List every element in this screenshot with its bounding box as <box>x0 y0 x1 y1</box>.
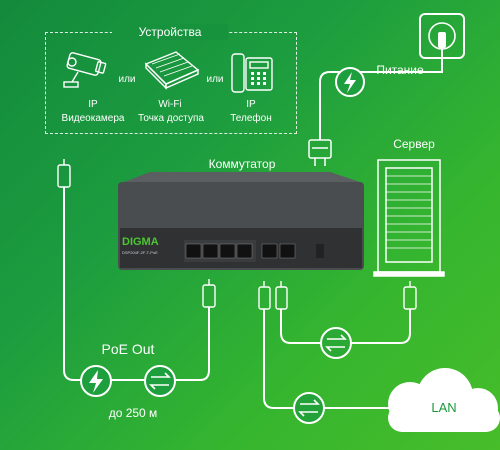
ip-phone-icon <box>231 53 273 93</box>
server-rack-icon <box>373 159 445 277</box>
ethernet-plug-icon <box>57 159 71 188</box>
power-label: Питание <box>376 63 424 77</box>
switch-model: DSP204F-2F-T-PoE <box>122 250 158 255</box>
wifi-label-line2: Точка доступа <box>138 113 204 124</box>
arrows-exchange-icon <box>144 365 176 397</box>
ethernet-plug-icon <box>403 281 417 310</box>
lightning-icon <box>80 365 112 397</box>
switch-brand: DIGMA <box>122 236 159 248</box>
poe-out-title: PoE Out <box>101 341 155 357</box>
camera-label-line2: Видеокамера <box>61 113 125 124</box>
or-label-1: или <box>118 74 136 85</box>
lan-label: LAN <box>431 400 457 415</box>
power-plug-icon <box>308 139 332 166</box>
server-label: Сервер <box>393 137 435 151</box>
ethernet-plug-icon <box>258 281 271 310</box>
devices-title: Устройства <box>112 24 228 40</box>
camera-label-line1: IP <box>88 99 98 110</box>
wifi-access-point-icon <box>144 51 200 90</box>
network-switch <box>118 172 364 270</box>
phone-label-line2: Телефон <box>230 113 272 124</box>
ethernet-plug-icon <box>275 281 288 310</box>
arrows-exchange-icon <box>320 327 352 359</box>
phone-label-line1: IP <box>246 99 256 110</box>
poe-distance: до 250 м <box>108 406 158 420</box>
power-cable <box>319 60 443 140</box>
power-socket-icon <box>419 13 465 60</box>
ip-camera-icon <box>63 52 107 88</box>
switch-label: Коммутатор <box>208 157 276 171</box>
ethernet-plug-icon <box>202 279 216 308</box>
arrows-exchange-icon <box>293 392 325 424</box>
or-label-2: или <box>206 74 224 85</box>
lightning-icon <box>335 67 365 97</box>
wifi-label-line1: Wi-Fi <box>158 99 182 110</box>
cloud-icon <box>388 368 500 432</box>
